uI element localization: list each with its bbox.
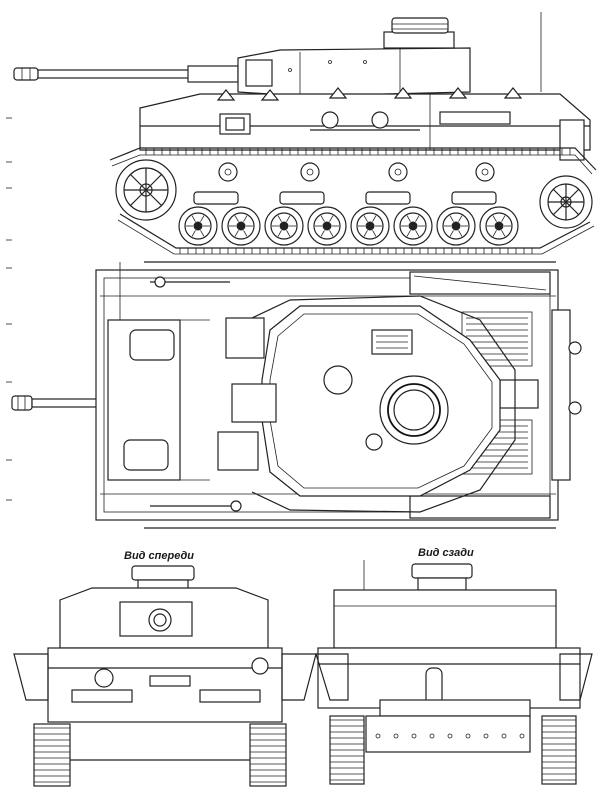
road-wheel	[178, 206, 218, 246]
road-wheel	[221, 206, 261, 246]
side-cupola	[383, 17, 455, 49]
front-tracks	[33, 723, 287, 787]
road-wheel	[350, 206, 390, 246]
side-hull	[139, 93, 591, 151]
front-view	[13, 565, 317, 787]
road-wheel	[436, 206, 476, 246]
side-turret	[237, 47, 471, 97]
side-drive-sprocket	[115, 159, 177, 221]
road-wheel	[479, 206, 519, 246]
side-skirt-mounts	[216, 87, 523, 101]
rear-hull	[317, 647, 581, 709]
road-wheel	[264, 206, 304, 246]
rear-view	[315, 560, 593, 785]
side-idler-wheel	[539, 175, 593, 229]
side-bogies	[193, 191, 497, 205]
top-cupola	[379, 375, 449, 445]
side-track-top	[109, 147, 597, 171]
rear-turret	[333, 589, 557, 649]
top-view	[11, 261, 582, 529]
side-track-bottom	[119, 213, 591, 249]
side-gun-barrel	[13, 65, 239, 83]
margin-ticks	[6, 117, 12, 501]
front-view-label: Вид спереди	[124, 550, 194, 562]
road-wheel	[307, 206, 347, 246]
rear-view-label: Вид сзади	[418, 547, 474, 559]
road-wheel	[393, 206, 433, 246]
side-road-wheels	[178, 206, 533, 254]
side-view	[13, 12, 597, 255]
